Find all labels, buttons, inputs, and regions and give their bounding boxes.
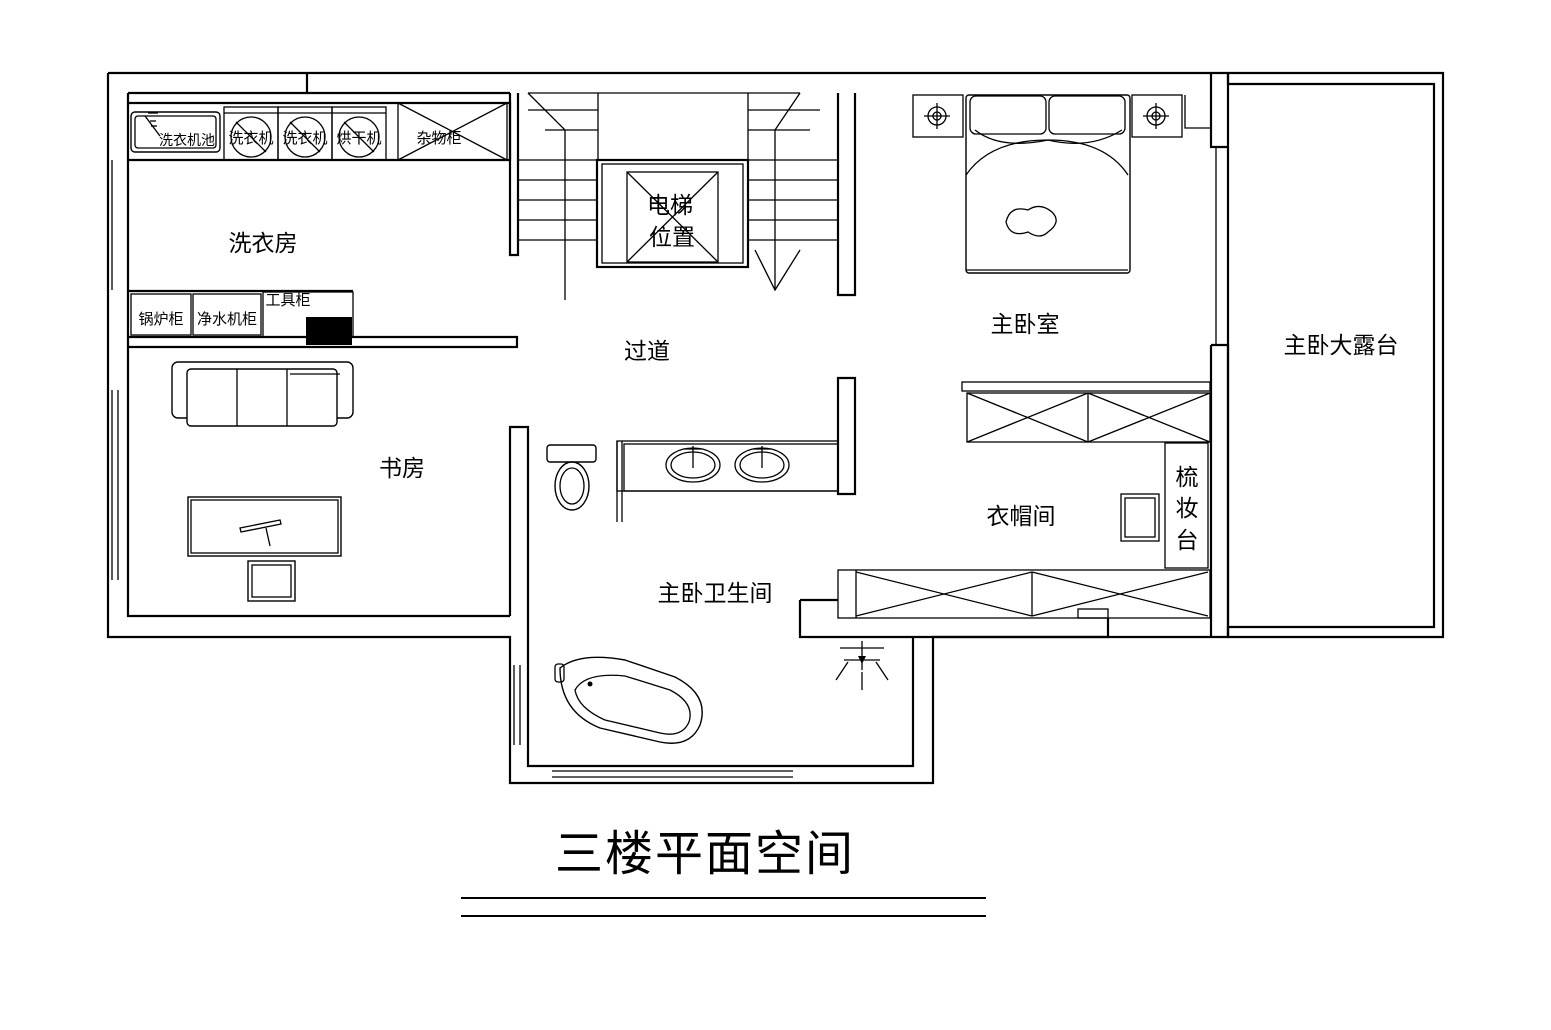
tool-cabinet-block <box>306 317 352 345</box>
faucet-icon <box>144 112 161 137</box>
chair <box>247 560 296 602</box>
laundry-room <box>111 101 519 349</box>
toilet <box>546 444 597 511</box>
master-bedroom <box>836 94 1211 496</box>
label-washer-2: 洗衣机 <box>282 129 327 147</box>
room-label-study: 书房 <box>379 456 425 482</box>
nightstand-left <box>912 94 964 138</box>
label-elevator-2: 位置 <box>649 225 695 251</box>
label-washer-1: 洗衣机 <box>228 129 273 147</box>
boiler-cabinet <box>130 293 192 336</box>
plan-title: 三楼平面空间 <box>555 826 855 882</box>
label-elevator-1: 电梯 <box>647 193 693 219</box>
label-vanity-1: 梳 <box>1176 465 1199 491</box>
room-label-corridor: 过道 <box>624 339 670 365</box>
washer-1 <box>223 106 279 161</box>
bathtub <box>554 656 703 744</box>
bed <box>965 94 1131 274</box>
double-sink-counter <box>616 440 839 522</box>
desk <box>187 496 342 557</box>
room-label-cloakroom: 衣帽间 <box>987 504 1056 530</box>
title-block: 三楼平面空间 <box>461 826 986 917</box>
label-boiler-cabinet: 锅炉柜 <box>138 310 183 328</box>
fixture-labels: 洗衣机池 洗衣机 洗衣机 烘干机 杂物柜 锅炉柜 净水机柜 工具柜 电梯 位置 … <box>138 129 1198 554</box>
room-label-master-bath: 主卧卫生间 <box>658 581 773 607</box>
label-tool-cabinet: 工具柜 <box>265 291 310 309</box>
label-water-purifier-cabinet: 净水机柜 <box>197 310 257 328</box>
vanity-stool <box>1120 493 1160 542</box>
elevator-shaft <box>595 158 750 269</box>
nightstand-right <box>1131 94 1183 138</box>
water-purifier-cabinet <box>192 293 262 336</box>
label-laundry-sink: 洗衣机池 <box>159 133 215 149</box>
study-room <box>111 361 354 602</box>
laundry-sink <box>130 111 221 153</box>
label-vanity-2: 妆 <box>1176 496 1199 522</box>
shower-icon <box>835 641 889 690</box>
label-vanity-3: 台 <box>1176 528 1199 554</box>
washer-2 <box>277 106 333 161</box>
cloakroom <box>798 381 1211 639</box>
dryer <box>331 106 387 161</box>
staircase <box>508 92 857 300</box>
master-bathroom <box>513 440 889 778</box>
room-labels: 洗衣房 过道 主卧室 主卧大露台 书房 衣帽间 主卧卫生间 <box>229 231 1399 607</box>
room-label-laundry: 洗衣房 <box>229 231 298 257</box>
storage-cabinet <box>397 102 508 161</box>
vanity-table <box>1164 442 1209 569</box>
room-label-master-terrace: 主卧大露台 <box>1284 333 1399 359</box>
label-storage-cabinet: 杂物柜 <box>416 129 461 147</box>
label-dryer: 烘干机 <box>336 129 381 147</box>
sofa <box>171 361 354 427</box>
room-label-master-bedroom: 主卧室 <box>991 312 1060 338</box>
